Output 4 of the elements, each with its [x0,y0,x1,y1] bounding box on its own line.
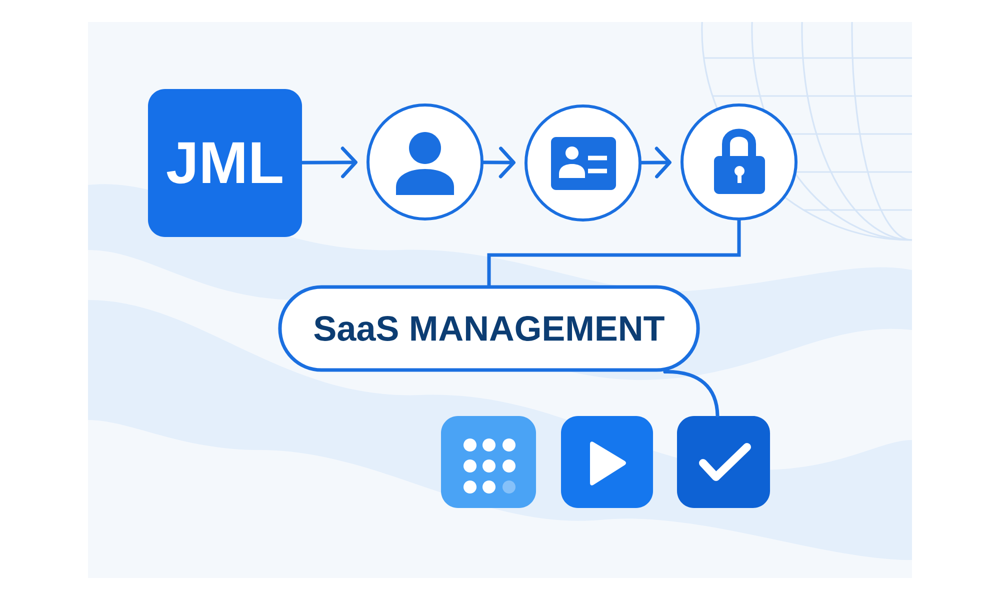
connector-line [663,370,720,418]
process-box: JML [148,89,302,238]
process-pill: SaaS MANAGEMENT [278,285,700,372]
connector-line [487,218,741,287]
